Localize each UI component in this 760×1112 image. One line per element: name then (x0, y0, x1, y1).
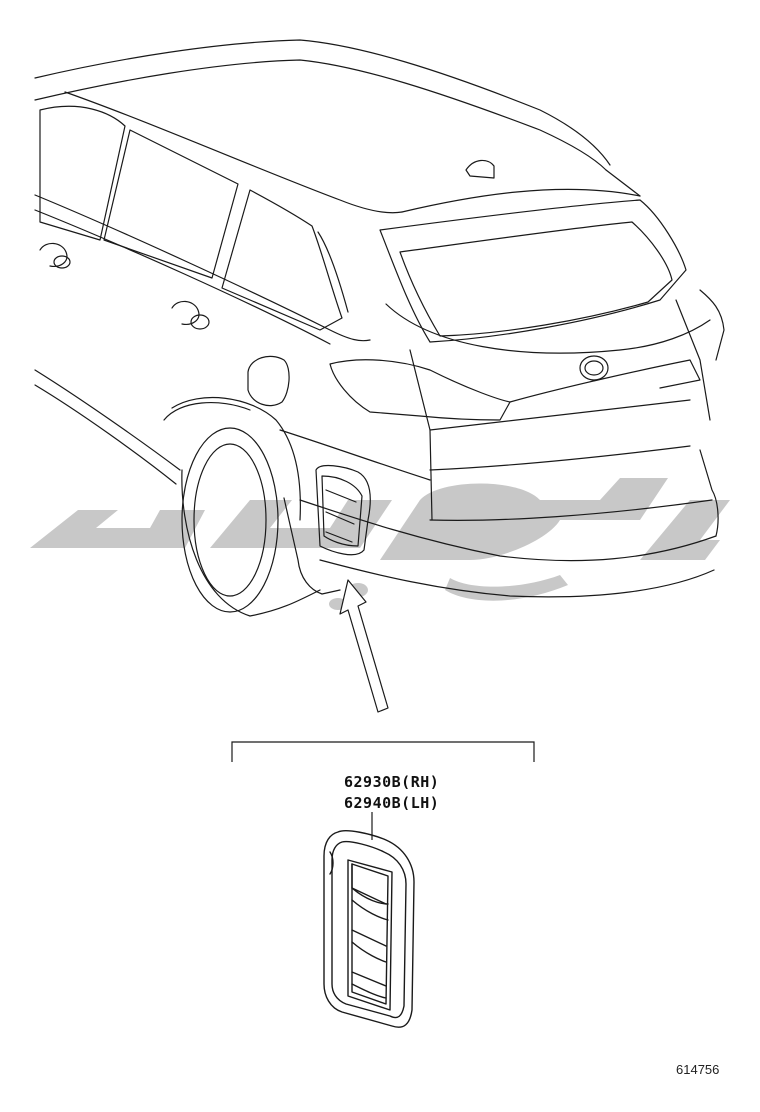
part-number-rh: 62930B(RH) (344, 773, 440, 791)
watermark-logo (30, 478, 730, 610)
figure-id: 614756 (676, 1062, 720, 1077)
callout-arrow (339, 579, 389, 713)
part-number-lh: 62940B(LH) (344, 794, 440, 812)
vehicle-outline (34, 39, 725, 617)
group-bracket (231, 741, 535, 762)
quarter-vent-part (323, 830, 415, 1028)
